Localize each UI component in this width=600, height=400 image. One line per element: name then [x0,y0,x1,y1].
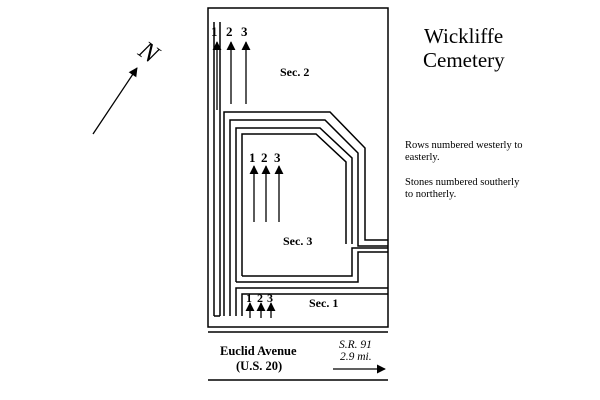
sec2-row-1-number: 1 [211,24,218,39]
section-3-label: Sec. 3 [283,234,312,248]
sec3-road [235,127,388,283]
note-line-3: Stones numbered southerly [405,177,520,188]
sec1-row-1-number: 1 [246,291,252,305]
section-2-label: Sec. 2 [280,65,309,79]
sr-route-label: S.R. 91 [339,339,372,351]
note-line-2: easterly. [405,152,440,163]
sec1-road [235,287,388,316]
map-title-line-1: Wickliffe [424,24,503,48]
note-line-1: Rows numbered westerly to [405,140,523,151]
sec2-row-arrows [212,41,251,110]
sec3-row-1-number: 1 [249,150,256,165]
sec2-row-2-number: 2 [226,24,233,39]
section-1-label: Sec. 1 [309,296,338,310]
loop-drive [223,111,388,316]
map-title-line-2: Cemetery [423,48,505,72]
street-route: (U.S. 20) [236,359,282,373]
north-arrow-line [92,67,138,135]
sec2-row-3-number: 3 [241,24,248,39]
street-name: Euclid Avenue [220,344,297,358]
west-drive [213,22,221,317]
north-label: N [133,35,166,70]
sec1-row-3-number: 3 [267,291,273,305]
sec3-row-2-number: 2 [261,150,268,165]
note-line-4: to northerly. [405,189,456,200]
euclid-avenue-road [208,331,388,381]
sec1-row-2-number: 2 [257,291,263,305]
sr-distance-label: 2.9 mi. [340,351,372,363]
sec1-row-arrows [245,302,276,318]
north-arrow: N [92,35,166,135]
sec3-row-3-number: 3 [274,150,281,165]
cemetery-boundary [207,7,389,328]
sec3-row-arrows [249,165,284,222]
